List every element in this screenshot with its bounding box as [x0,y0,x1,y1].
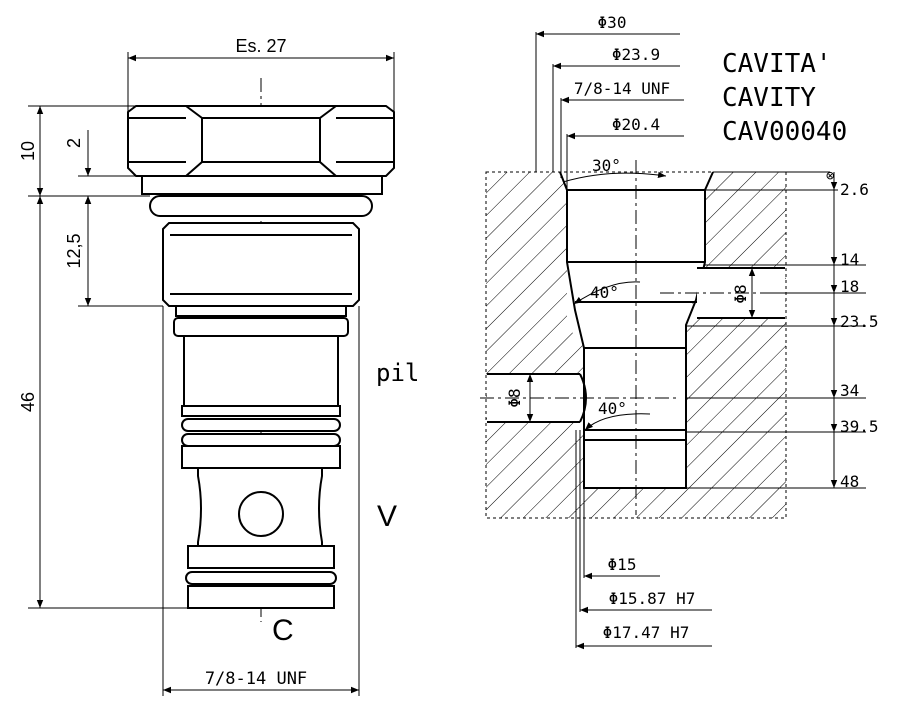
bottom-dia-dims: Φ15 Φ15.87 H7 Φ17.47 H7 [575,430,712,650]
depth-34-label: 34 [840,381,859,400]
dia-15-87-label: Φ15.87 H7 [609,589,696,608]
dim-2-label: 2 [64,138,84,148]
angle-30-label: 30° [592,156,621,175]
tip [187,585,335,609]
lower-land [187,545,335,569]
upper-seal [173,317,349,337]
cavity-thread-label: 7/8-14 UNF [574,79,670,98]
mid-seal-1 [181,418,341,432]
v-port-section [197,467,323,547]
dim-dia-30: Φ30 [535,13,680,172]
dim-46: 46 [18,196,188,609]
port-v-label: V [377,500,397,533]
depth-14-label: 14 [840,250,859,269]
dia-17-47-label: Φ17.47 H7 [603,623,690,642]
reference-symbol: ⊗ [826,168,835,184]
dim-thread: 7/8-14 UNF [162,306,360,696]
pilot-section [183,335,339,407]
thread-label: 7/8-14 UNF [205,669,307,689]
dim-46-label: 46 [18,392,38,412]
lower-seal [185,571,337,585]
hex-nut [127,105,395,177]
depth-23-5-label: 23.5 [840,312,879,331]
title-code: CAV00040 [722,117,847,147]
threaded-body [162,222,360,307]
hex-size-label: Es. 27 [235,36,286,56]
dia-8-left-label: Φ8 [505,388,524,407]
title-cavita: CAVITA' [722,49,832,79]
angle-40b-label: 40° [598,399,627,418]
depth-2-6-label: 2.6 [840,180,869,199]
mid-land [181,405,341,417]
cavity-drawing: Φ30 Φ23.9 7/8-14 UNF Φ20.4 CAVITA' CAVIT… [480,13,879,650]
depth-18-label: 18 [840,277,859,296]
depth-dims: ⊗ 2.6 14 18 23.5 34 39.5 48 [686,168,879,491]
washer [141,175,383,195]
v-port-hole [238,491,284,537]
dia-15-label: Φ15 [608,555,637,574]
mid-land-2 [181,445,341,469]
upper-land [175,305,347,317]
port-pil-label: pil [376,359,419,387]
angle-40a-label: 40° [590,283,619,302]
dim-10-label: 10 [18,141,38,161]
dia-30-label: Φ30 [598,13,627,32]
port-c-label: C [272,614,294,647]
cartridge-valve: Es. 27 10 2 12,5 46 [18,36,419,696]
o-ring [149,195,373,217]
depth-48-label: 48 [840,472,859,491]
dim-12-5-label: 12,5 [64,233,84,268]
dim-12-5: 12,5 [64,196,163,307]
dia-8-right-label: Φ8 [731,284,750,303]
depth-39-5-label: 39.5 [840,417,879,436]
dim-dia-23-9: Φ23.9 [552,45,680,172]
dim-dia-20-4: Φ20.4 [566,115,684,190]
dia-20-4-label: Φ20.4 [612,115,660,134]
dim-thread-cavity: 7/8-14 UNF [560,79,684,178]
title-cavity: CAVITY [722,83,816,113]
dim-hex-size: Es. 27 [127,36,395,112]
cavity-bore [559,171,714,489]
mid-seal-2 [181,433,341,447]
dia-23-9-label: Φ23.9 [612,45,660,64]
